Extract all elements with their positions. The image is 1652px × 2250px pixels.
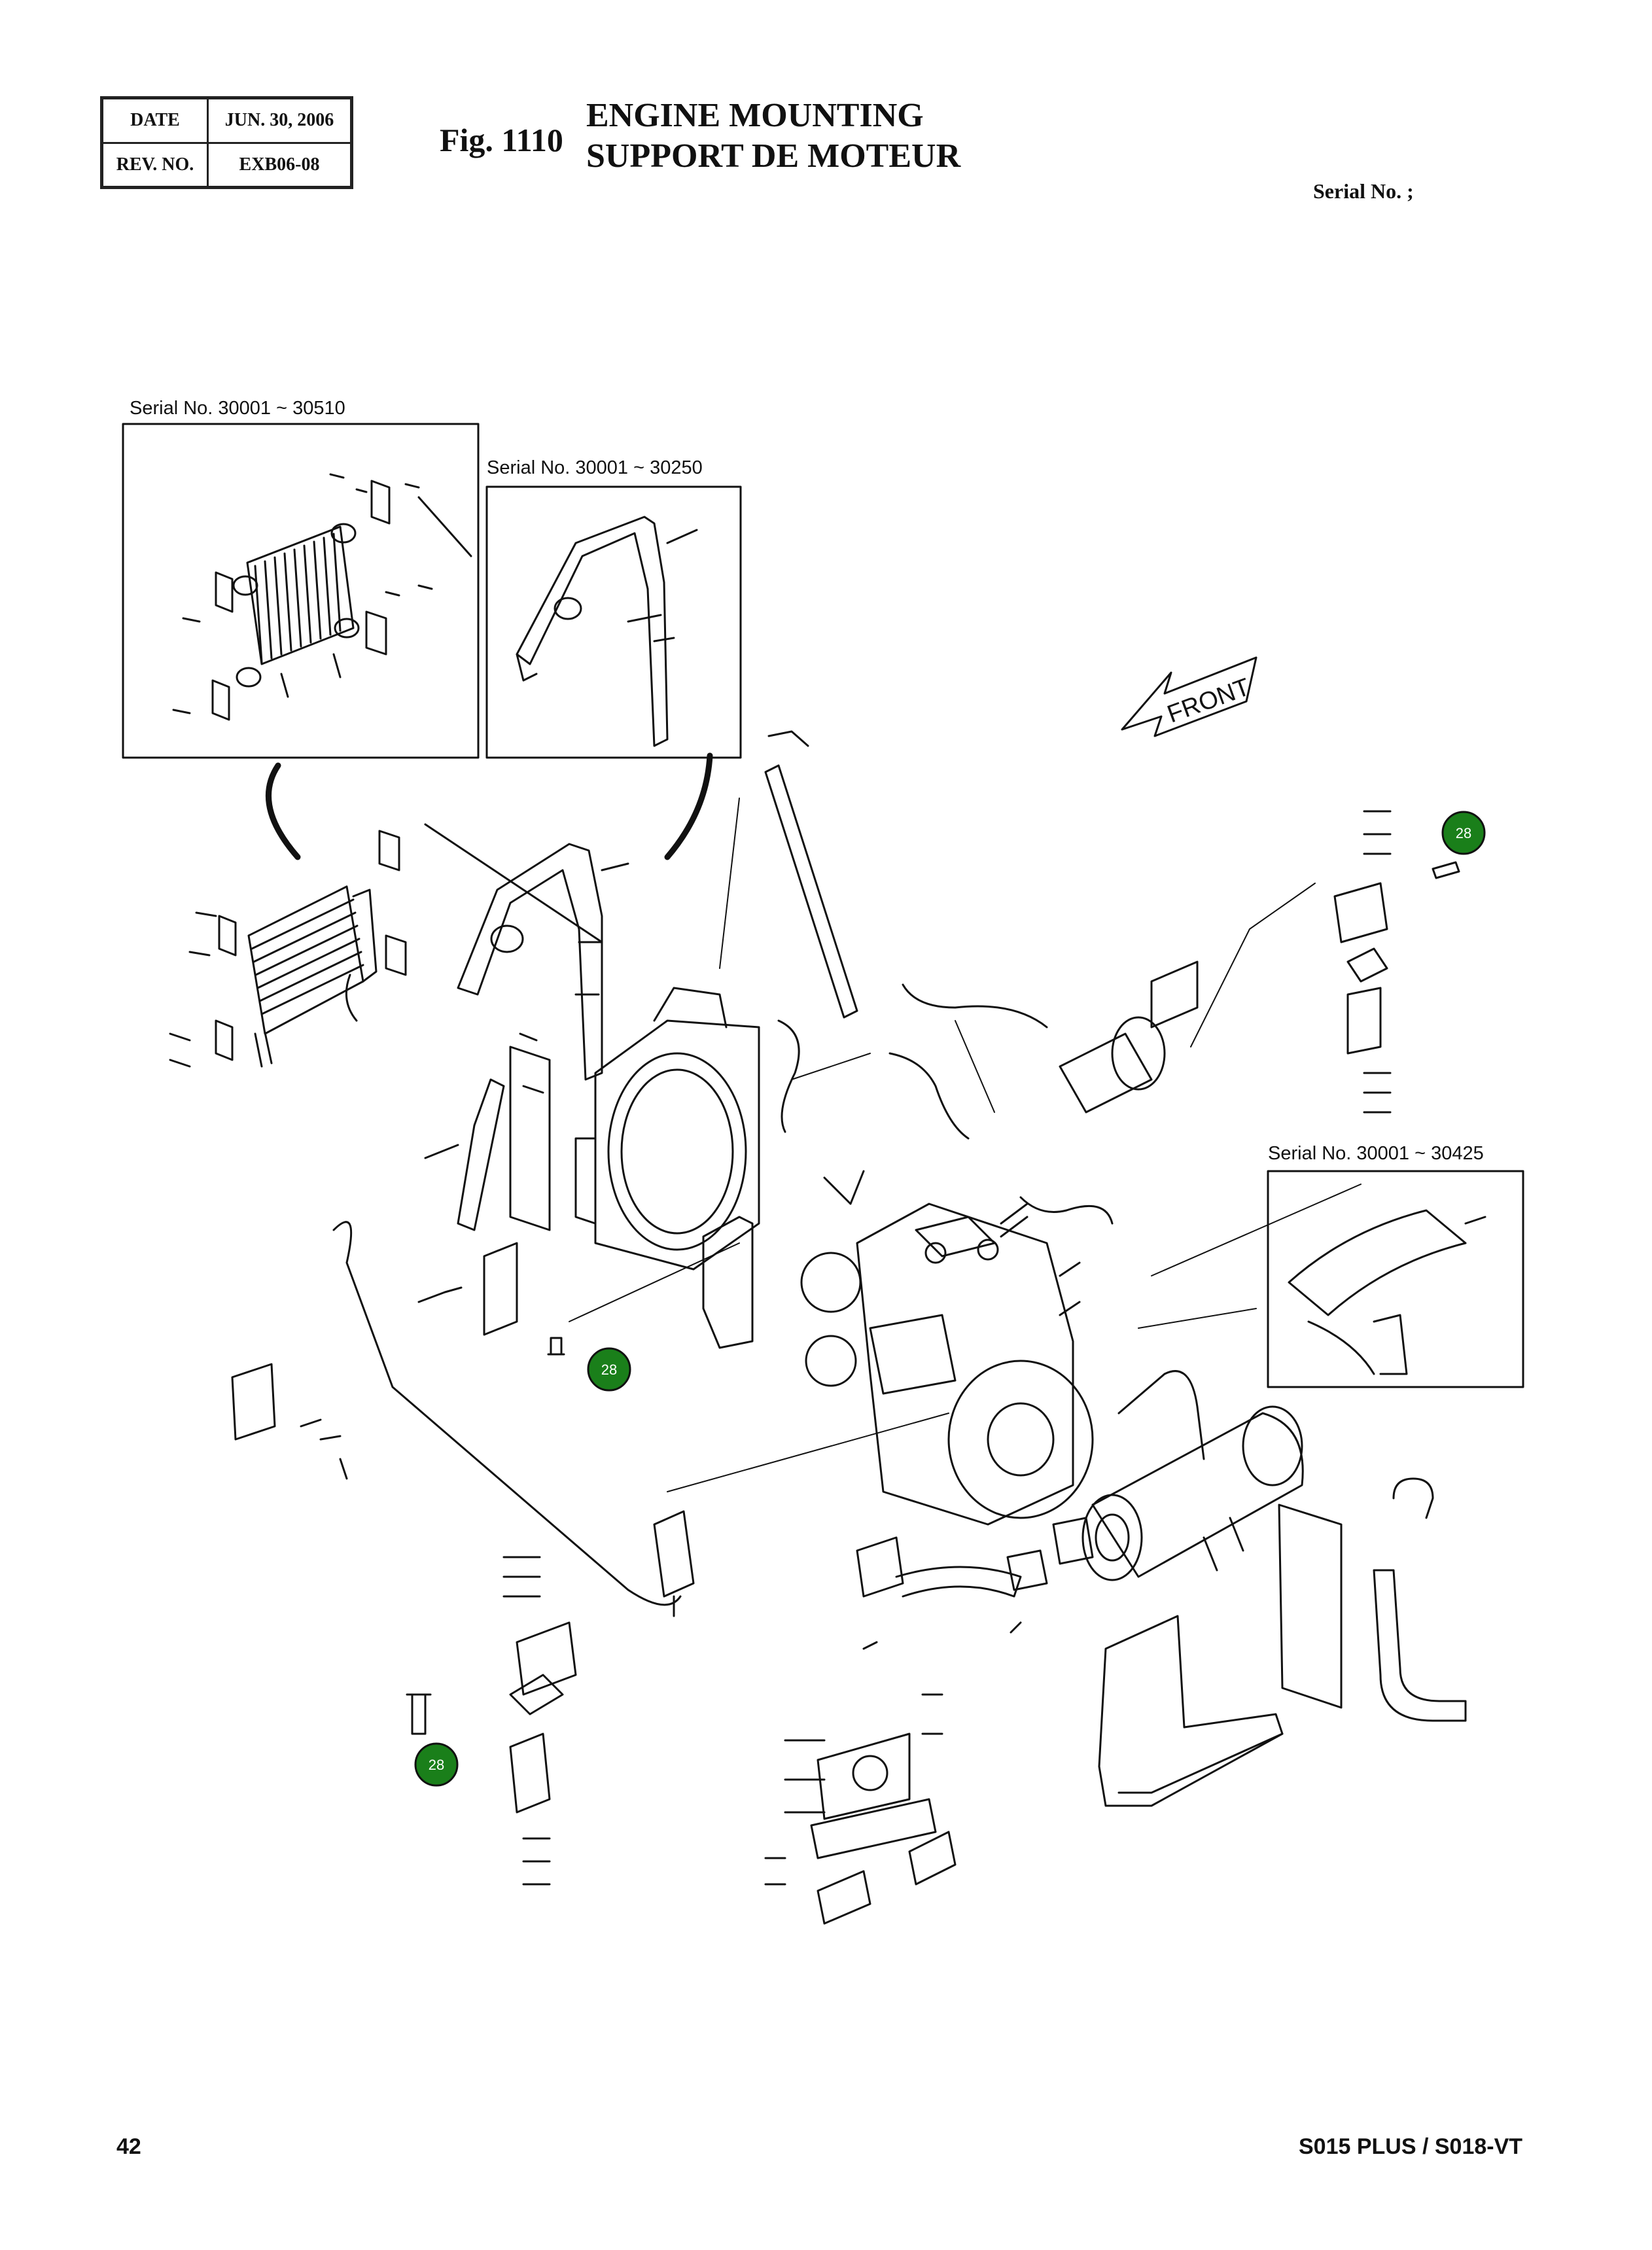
date-label: DATE bbox=[101, 97, 209, 144]
serial-number-label: Serial No. ; bbox=[1313, 179, 1414, 203]
page-number: 42 bbox=[116, 2134, 141, 2159]
callout-label: 28 bbox=[1456, 825, 1471, 841]
oil-cooler bbox=[169, 823, 603, 1068]
inset-oil-cooler-drawing bbox=[172, 473, 472, 721]
inset-label-shroud: Serial No. 30001 ~ 30250 bbox=[487, 457, 703, 478]
inset-label-oil-cooler: Serial No. 30001 ~ 30510 bbox=[130, 398, 345, 419]
date-value: JUN. 30, 2006 bbox=[207, 97, 353, 144]
exhaust-pipe bbox=[856, 1517, 1094, 1650]
inset-muffler-drawing bbox=[1288, 1209, 1486, 1375]
hoses bbox=[777, 983, 1114, 1238]
figure-title: ENGINE MOUNTING SUPPORT DE MOTEUR bbox=[586, 96, 960, 177]
engine-mount-front-left bbox=[502, 1556, 577, 1886]
air-cleaner bbox=[1059, 960, 1199, 1114]
model-name: S015 PLUS / S018-VT bbox=[1299, 2134, 1523, 2159]
front-arrow: FRONT bbox=[1121, 656, 1257, 737]
front-label: FRONT bbox=[1164, 673, 1254, 728]
muffler bbox=[1081, 1370, 1304, 1581]
callout-28-c: 28 bbox=[414, 1742, 459, 1787]
inset-box-muffler bbox=[1267, 1170, 1524, 1388]
inset-box-shroud bbox=[485, 485, 742, 759]
rev-value: EXB06-08 bbox=[207, 141, 353, 188]
engine-mount-front-right bbox=[1333, 810, 1392, 1114]
engine-mount-rear bbox=[764, 1693, 957, 1925]
callout-28-b: 28 bbox=[587, 1347, 631, 1392]
figure-number: Fig. 1110 bbox=[440, 122, 563, 158]
title-french: SUPPORT DE MOTEUR bbox=[586, 137, 961, 175]
engine bbox=[800, 1170, 1094, 1526]
muffler-bracket bbox=[1098, 1615, 1284, 1807]
bracket-plate bbox=[231, 1363, 276, 1441]
rev-label: REV. NO. bbox=[101, 141, 209, 188]
callout-28-a: 28 bbox=[1441, 811, 1486, 855]
inset-box-oil-cooler bbox=[122, 423, 480, 759]
revision-table: DATE JUN. 30, 2006 REV. NO. EXB06-08 bbox=[100, 96, 353, 189]
stay-bracket bbox=[764, 764, 858, 1019]
radiator-shroud bbox=[457, 843, 629, 1081]
callout-label: 28 bbox=[601, 1362, 617, 1378]
sponge-left bbox=[483, 1242, 518, 1336]
sponge-right bbox=[702, 1216, 754, 1349]
inset-label-muffler: Serial No. 30001 ~ 30425 bbox=[1268, 1143, 1484, 1164]
inset-shroud-drawing bbox=[516, 516, 698, 747]
leader-lines bbox=[569, 798, 1362, 1492]
radiator bbox=[509, 987, 760, 1271]
callout-label: 28 bbox=[429, 1757, 444, 1773]
overflow-tank bbox=[332, 1221, 695, 1617]
side-plate bbox=[457, 1078, 505, 1231]
tail-pipe bbox=[1278, 1477, 1467, 1722]
title-english: ENGINE MOUNTING bbox=[586, 97, 924, 134]
